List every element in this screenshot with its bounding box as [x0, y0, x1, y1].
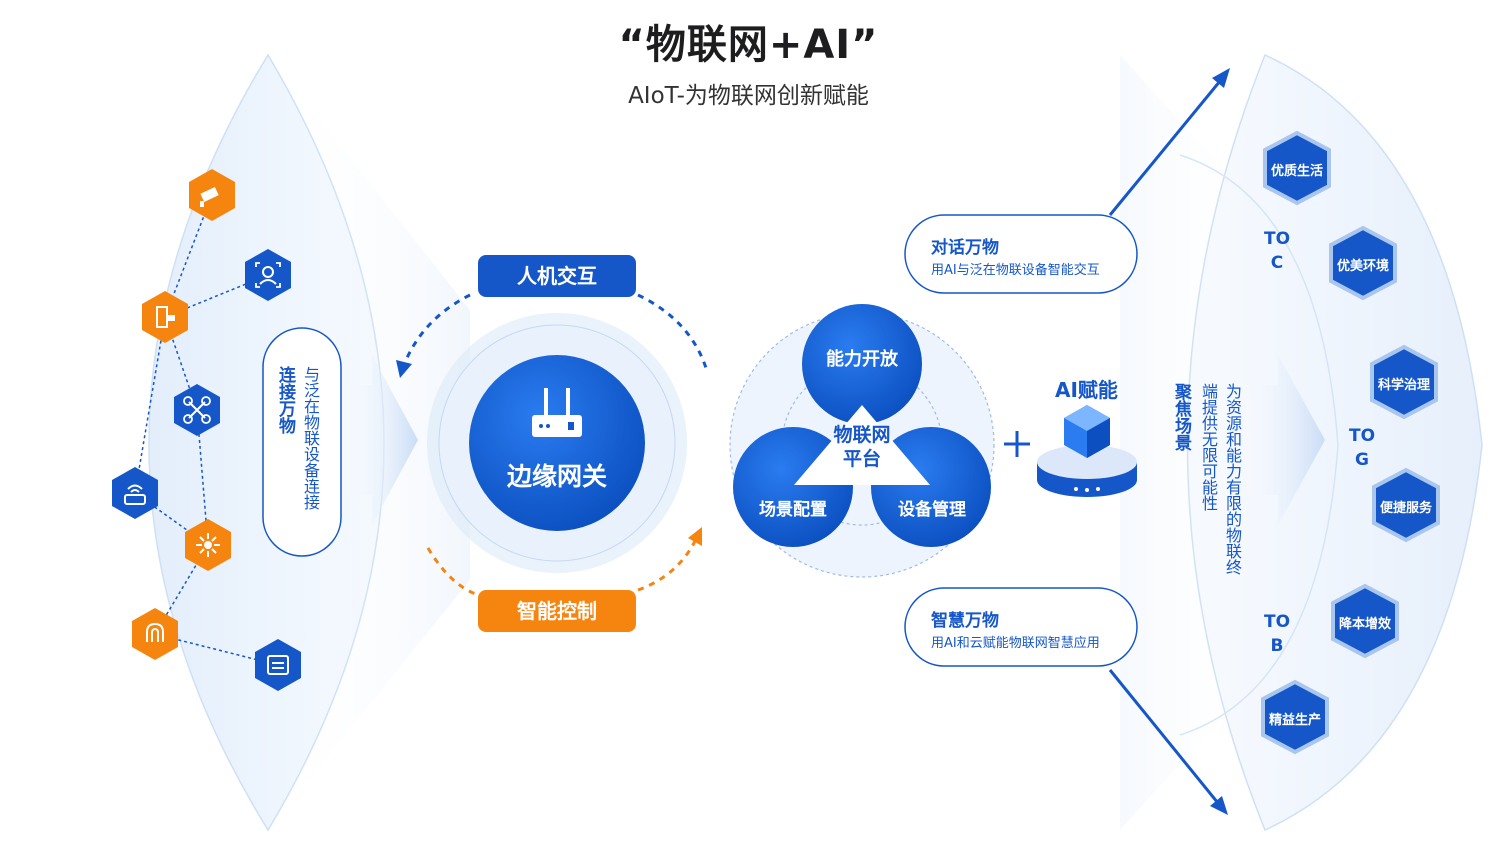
- hex-governance: [1370, 344, 1438, 420]
- device-icons: [112, 169, 301, 691]
- right-flow-arrow: [1240, 355, 1325, 525]
- connect-description: 与泛在物联设备连接: [301, 366, 320, 510]
- card-dialogue-title: 对话万物: [931, 238, 999, 258]
- page-title: “物联网+AI”: [618, 22, 879, 68]
- to-c-label: TO C: [1263, 229, 1291, 273]
- human-interaction-pill: [478, 255, 636, 297]
- node-scene-label: 场景配置: [759, 500, 827, 520]
- hex-cost-reduction-label: 降本增效: [1338, 617, 1391, 632]
- platform-center-label: 物联网 平台: [833, 424, 891, 470]
- hex-convenient-label: 便捷服务: [1379, 501, 1432, 516]
- to-g-label: TO G: [1348, 426, 1376, 470]
- gateway-label: 边缘网关: [506, 462, 607, 491]
- hex-cost-reduction: [1331, 583, 1399, 659]
- hex-governance-label: 科学治理: [1377, 378, 1430, 393]
- smart-control-pill: [478, 590, 636, 632]
- hex-beautiful-env: [1329, 225, 1397, 301]
- smart-control-label: 智能控制: [517, 599, 597, 623]
- control-arrow-right: [637, 534, 700, 592]
- node-capability-label: 能力开放: [826, 349, 898, 370]
- control-arrow-right-head: [688, 527, 702, 546]
- gateway-core: [469, 355, 645, 531]
- to-b-label: TO B: [1263, 612, 1291, 656]
- connect-heading: 连接万物: [275, 366, 295, 434]
- interaction-arrow-left: [400, 293, 471, 371]
- hex-quality-life-label: 优质生活: [1270, 164, 1323, 179]
- ai-cube-icon: [1037, 405, 1137, 497]
- scene-hexagons: [1261, 130, 1440, 755]
- hex-quality-life: [1263, 130, 1331, 206]
- card-smart: [904, 587, 1138, 667]
- smart-lock-icon: [142, 291, 188, 343]
- fingerprint-icon: [132, 608, 178, 660]
- control-arrow-left: [426, 547, 479, 597]
- arrow-up-right-head: [1212, 68, 1230, 88]
- node-device-label: 设备管理: [898, 500, 966, 520]
- interaction-arrow-right: [637, 293, 708, 369]
- human-interaction-label: 人机交互: [517, 264, 597, 288]
- focus-description: 为资源和能力有限的物联终端提供无限可能性: [1199, 383, 1242, 575]
- ai-label: AI赋能: [1055, 378, 1118, 402]
- gateway-router-icon: [532, 388, 582, 437]
- card-smart-desc: 用AI和云赋能物联网智慧应用: [931, 636, 1100, 651]
- router-icon: [112, 467, 158, 519]
- focus-heading: 聚焦场景: [1171, 383, 1191, 451]
- hex-lean-production: [1261, 679, 1329, 755]
- card-dialogue-desc: 用AI与泛在物联设备智能交互: [931, 263, 1100, 278]
- drone-icon: [174, 384, 220, 436]
- hex-convenient: [1372, 467, 1440, 543]
- card-dialogue: [904, 214, 1138, 294]
- right-beam: [1120, 55, 1265, 830]
- platform-triangle: [794, 405, 930, 485]
- arrow-up-right: [1108, 74, 1227, 216]
- connect-pill: [262, 327, 342, 557]
- display-panel-icon: [255, 639, 301, 691]
- arrow-down-right-head: [1210, 796, 1228, 815]
- hex-beautiful-env-label: 优美环境: [1336, 259, 1389, 274]
- interaction-arrow-left-head: [396, 360, 412, 378]
- card-smart-title: 智慧万物: [931, 611, 999, 631]
- camera-icon: [189, 169, 235, 221]
- node-capability: [802, 304, 922, 424]
- hex-lean-production-label: 精益生产: [1268, 713, 1321, 728]
- arrow-down-right: [1108, 669, 1224, 809]
- face-recognition-icon: [245, 249, 291, 301]
- sensor-hub-icon: [185, 519, 231, 571]
- page-subtitle: AIoT-为物联网创新赋能: [628, 83, 869, 109]
- left-flow-arrow: [340, 355, 418, 525]
- right-inner-arc: [1179, 154, 1339, 736]
